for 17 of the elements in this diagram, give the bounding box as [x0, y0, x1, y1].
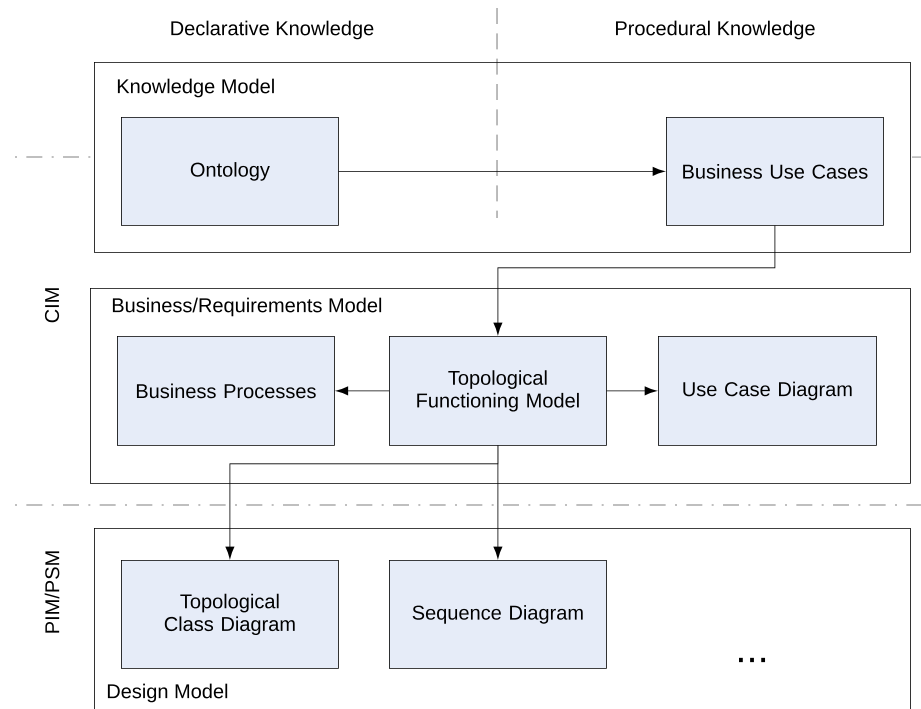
section-label: PIM/PSM	[44, 551, 60, 633]
column-heading: Declarative Knowledge	[171, 20, 374, 40]
process-box: Topological Class Diagram	[121, 560, 339, 669]
process-box: Topological Functioning Model	[389, 336, 607, 446]
process-box: Business Use Cases	[666, 117, 884, 226]
column-heading: Procedural Knowledge	[616, 20, 815, 40]
arrow	[494, 225, 776, 335]
arrow	[494, 445, 502, 559]
process-box: Ontology	[121, 117, 339, 226]
process-box: Sequence Diagram	[389, 560, 607, 669]
ellipsis: ...	[739, 658, 766, 662]
process-box: Use Case Diagram	[658, 336, 877, 446]
arrow	[606, 386, 657, 396]
arrow	[338, 167, 665, 176]
section-label: CIM	[44, 288, 60, 322]
process-box: Business Processes	[117, 336, 335, 446]
arrow	[336, 386, 390, 396]
